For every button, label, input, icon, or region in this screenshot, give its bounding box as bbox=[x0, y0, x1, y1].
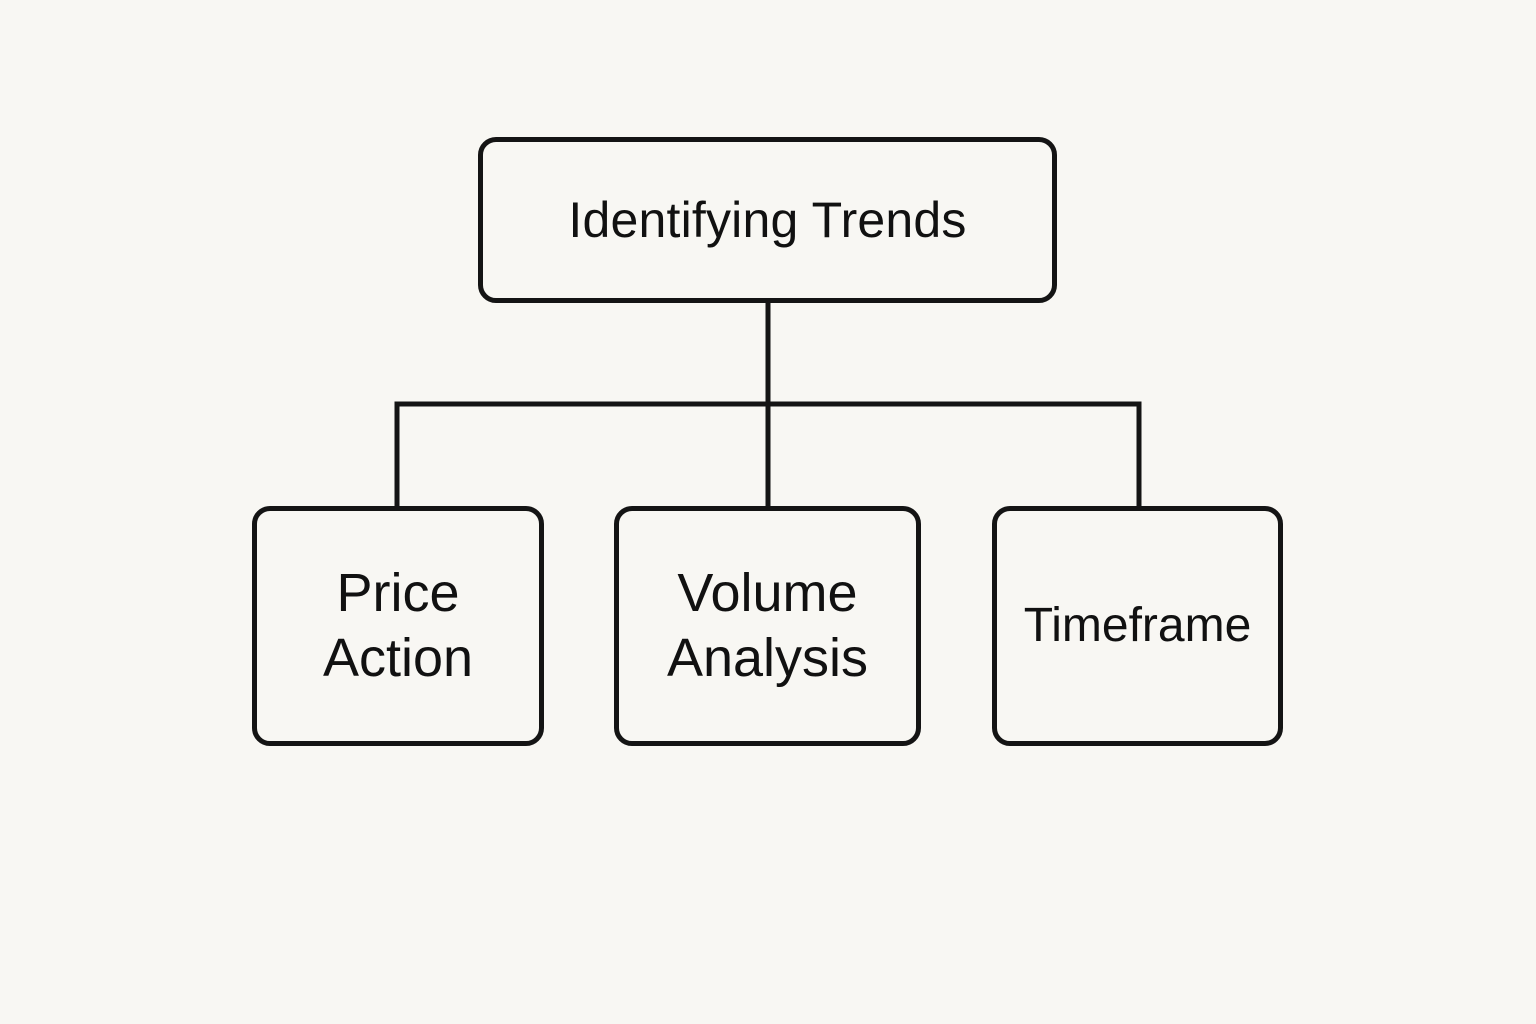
node-price-action-label: Price Action bbox=[322, 563, 474, 688]
node-volume-analysis-label: Volume Analysis bbox=[666, 563, 869, 688]
node-timeframe-label: Timeframe bbox=[1023, 599, 1252, 653]
root-node-label: Identifying Trends bbox=[568, 192, 967, 248]
node-price-action: Price Action bbox=[252, 506, 544, 746]
node-timeframe: Timeframe bbox=[992, 506, 1283, 746]
root-node: Identifying Trends bbox=[478, 137, 1057, 303]
node-volume-analysis: Volume Analysis bbox=[614, 506, 921, 746]
